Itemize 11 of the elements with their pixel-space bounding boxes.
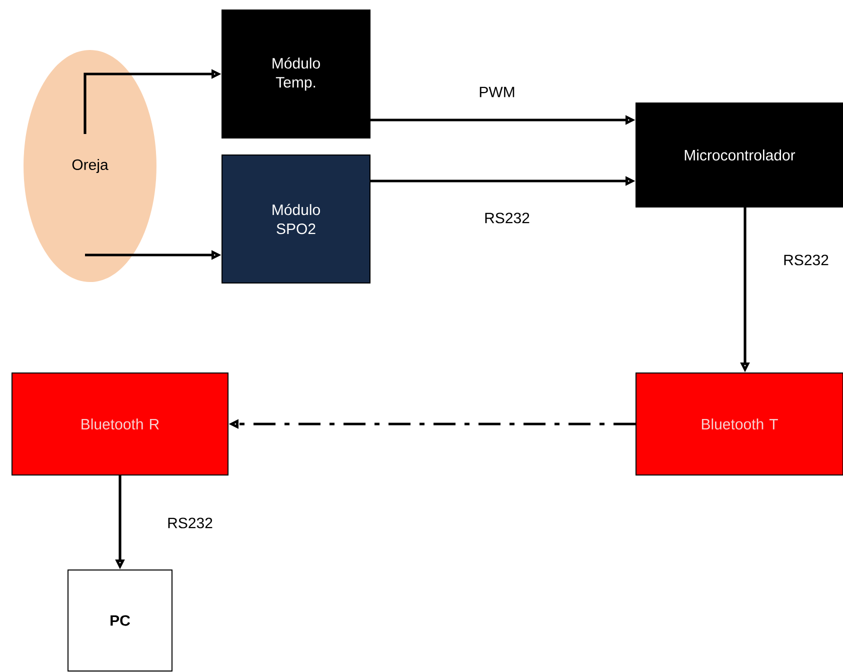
process-box: Bluetooth R — [12, 372, 228, 476]
process-box: Bluetooth T — [636, 372, 843, 476]
ellipse-node: Oreja — [24, 50, 156, 282]
process-box: Módulo Temp. — [222, 10, 370, 138]
edge-label: PWM — [478, 86, 516, 98]
edge-label: RS232 — [166, 516, 214, 530]
edge-label: RS232 — [483, 212, 531, 224]
process-box: Módulo SPO2 — [222, 154, 370, 284]
edge-label: RS232 — [782, 254, 830, 266]
process-box: Microcontrolador — [636, 102, 843, 208]
process-box: PC — [68, 570, 172, 672]
